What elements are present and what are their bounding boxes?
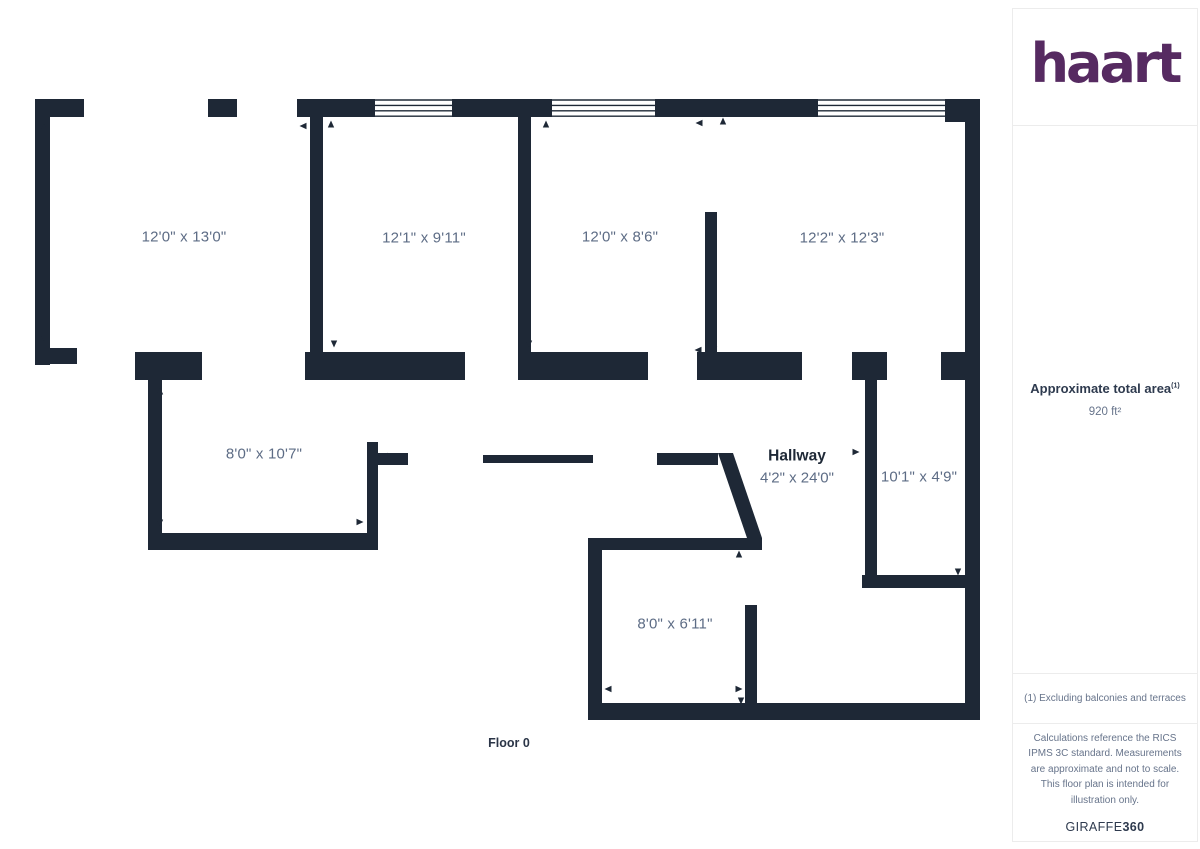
footnote-text: (1) Excluding balconies and terraces xyxy=(1013,674,1197,724)
haart-logo: haart xyxy=(1030,32,1183,95)
room-dimension-label: 8'0" x 6'11" xyxy=(637,615,713,633)
footnote-marker: (1) xyxy=(1171,382,1180,390)
windows xyxy=(375,99,945,117)
floor-label: Floor 0 xyxy=(488,736,530,750)
room-dimension-label: 8'0" x 10'7" xyxy=(225,445,303,463)
logo-section: haart xyxy=(1013,9,1197,126)
walls xyxy=(35,99,980,720)
brand-suffix: 360 xyxy=(1122,820,1145,835)
total-area-value: 920 ft² xyxy=(1088,406,1122,418)
total-area-heading: Approximate total area(1) xyxy=(1030,381,1179,396)
total-area-heading-text: Approximate total area xyxy=(1030,381,1172,396)
disclaimer-text: Calculations reference the RICS IPMS 3C … xyxy=(1028,732,1182,806)
total-area-section: Approximate total area(1) 920 ft² xyxy=(1013,126,1197,674)
room-dimension-label: 4'2" x 24'0" xyxy=(760,469,834,487)
room-dimension-label: 12'0" x 8'6" xyxy=(581,228,659,246)
room-dimension-label: 12'0" x 13'0" xyxy=(141,228,227,246)
giraffe360-brand: GIRAFFE360 xyxy=(1065,820,1144,834)
room-dimension-label: 10'1" x 4'9" xyxy=(880,468,958,486)
room-dimension-label: 12'2" x 12'3" xyxy=(799,229,885,247)
brand-name: GIRAFFE xyxy=(1065,820,1123,835)
door-arrows xyxy=(40,117,962,705)
floor-plan-svg xyxy=(35,99,980,720)
disclaimer-section: Calculations reference the RICS IPMS 3C … xyxy=(1013,724,1197,841)
room-name: Hallway xyxy=(768,447,826,465)
room-dimension-label: 12'1" x 9'11" xyxy=(382,229,466,247)
info-panel: haart Approximate total area(1) 920 ft² … xyxy=(1012,8,1198,842)
hallway-label: Hallway 4'2" x 24'0" xyxy=(760,448,834,487)
